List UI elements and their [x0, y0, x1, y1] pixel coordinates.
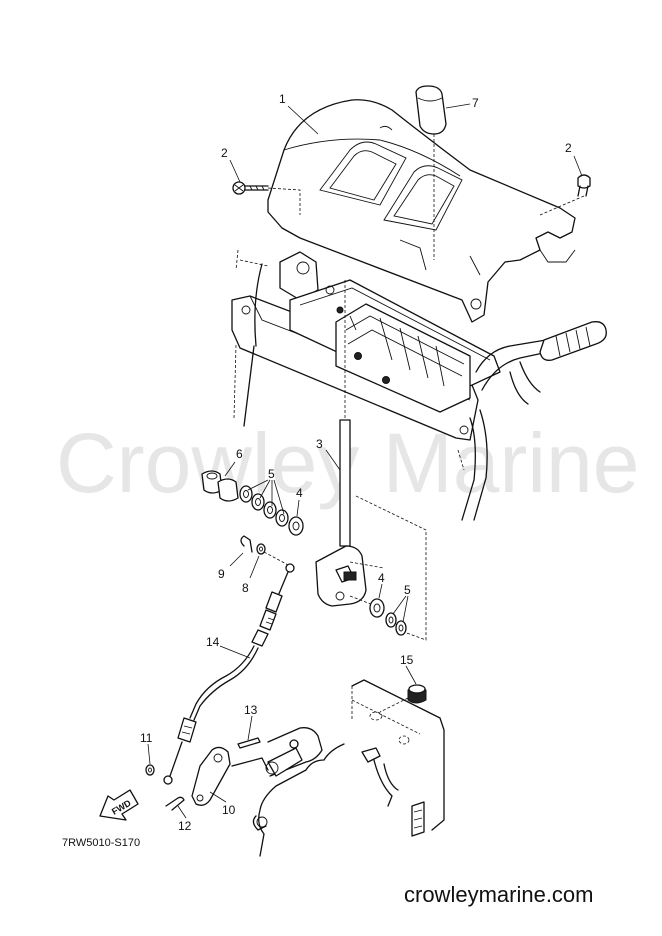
label-part-3: 3	[316, 437, 323, 451]
top-cover-part	[267, 99, 576, 323]
label-part-7: 7	[472, 96, 479, 110]
leader-lines	[147, 103, 583, 819]
reference-code: 7RW5010-S170	[62, 837, 140, 849]
label-part-8: 8	[242, 581, 249, 595]
shift-cable-part	[163, 551, 295, 785]
label-part-14: 14	[206, 635, 220, 649]
site-url: crowleymarine.com	[404, 882, 594, 907]
label-part-2-right: 2	[565, 141, 572, 155]
washer-set-upper-part	[239, 485, 289, 527]
dowel-pin-part	[237, 737, 261, 749]
label-part-6: 6	[236, 447, 243, 461]
label-part-4-upper: 4	[296, 486, 303, 500]
label-part-2-left: 2	[221, 146, 228, 160]
label-part-1: 1	[279, 92, 286, 106]
label-part-12: 12	[178, 819, 192, 833]
shift-rod-part	[315, 280, 427, 641]
washer-lower-part	[369, 598, 385, 618]
collar-pair-part	[201, 470, 239, 502]
grommet-part	[369, 684, 427, 721]
shift-knob-part	[415, 85, 447, 260]
label-part-15: 15	[400, 653, 414, 667]
label-part-10: 10	[222, 803, 236, 817]
label-part-11: 11	[140, 731, 153, 745]
label-part-4-lower: 4	[378, 571, 385, 585]
washer-set-lower-part	[385, 612, 407, 636]
label-part-5-upper: 5	[268, 467, 275, 481]
small-washer-part	[256, 543, 266, 555]
label-part-5-lower: 5	[404, 583, 411, 597]
clip-pin-part	[240, 535, 253, 553]
cable-washer-part	[145, 764, 155, 776]
label-part-9: 9	[218, 567, 225, 581]
washer-upper-part	[288, 516, 304, 536]
shift-lever-link-part	[191, 746, 231, 806]
engine-housing	[231, 679, 445, 857]
label-part-13: 13	[244, 703, 258, 717]
forward-arrow-icon: FWD	[99, 789, 139, 821]
screw-left-part	[232, 181, 301, 215]
bracket-frame-assembly	[231, 249, 607, 521]
cotter-pin-part	[165, 796, 185, 811]
